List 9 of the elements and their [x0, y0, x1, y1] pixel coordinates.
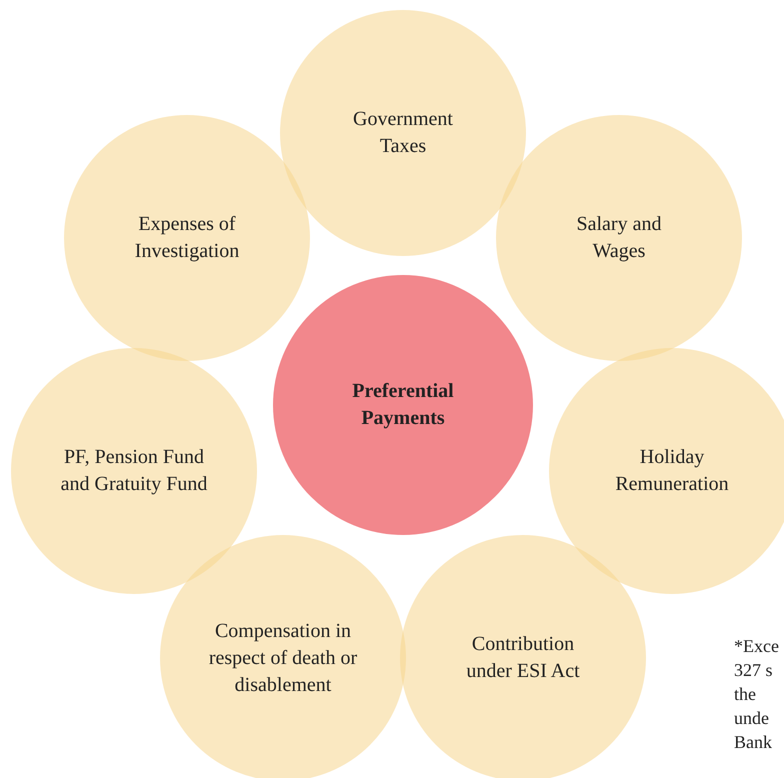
category-label: PF, Pension Fund and Gratuity Fund: [60, 445, 208, 497]
footnote: *Exce 327 s the unde Bank: [734, 635, 780, 754]
center-title: Preferential Payments: [351, 379, 455, 431]
category-label: Compensation in respect of death or disablement: [208, 618, 358, 698]
category-label: Holiday Remuneration: [614, 445, 730, 497]
category-label: Salary and Wages: [576, 212, 662, 264]
category-label: Expenses of Investigation: [134, 212, 240, 264]
category-label: Contribution under ESI Act: [465, 632, 581, 684]
category-label: Government Taxes: [352, 107, 454, 159]
